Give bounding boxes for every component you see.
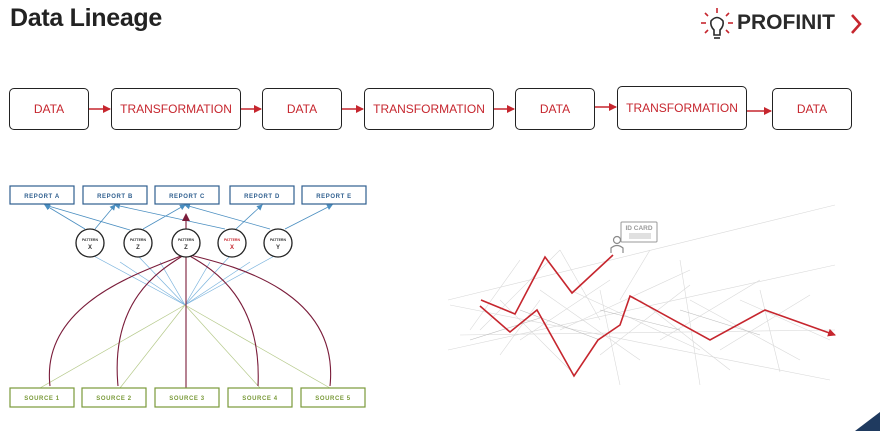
network-mesh-dark xyxy=(469,309,761,341)
flow-data-4: DATA xyxy=(772,88,852,130)
pattern-label: PATTERN xyxy=(178,238,194,242)
report-label: REPORT B xyxy=(97,194,133,200)
source-label: SOURCE 3 xyxy=(169,396,205,402)
pattern-letter: X xyxy=(88,245,92,251)
source-box xyxy=(81,387,147,408)
report-box xyxy=(9,185,75,205)
pattern-label: PATTERN xyxy=(82,238,98,242)
report-label: REPORT C xyxy=(169,194,205,200)
pattern-circle xyxy=(75,228,105,258)
lineage-curves xyxy=(48,213,332,388)
page-title: Data Lineage xyxy=(10,4,163,32)
source-to-hub-lines xyxy=(39,304,331,389)
report-label: REPORT D xyxy=(244,194,280,200)
source-box xyxy=(154,387,220,408)
report-box xyxy=(301,185,367,205)
report-label: REPORT A xyxy=(24,194,60,200)
pattern-label: PATTERN xyxy=(270,238,286,242)
flow-data-3: DATA xyxy=(515,88,595,130)
flow-data-1: DATA xyxy=(9,88,89,130)
pattern-circle xyxy=(123,228,153,258)
person-icon xyxy=(610,235,624,253)
report-boxes xyxy=(9,185,367,205)
source-label: SOURCE 5 xyxy=(315,396,351,402)
id-card-icon: ID CARD xyxy=(620,221,658,243)
lineage-path-upper xyxy=(480,254,614,316)
pattern-letter: Y xyxy=(276,245,280,251)
lightbulb-icon xyxy=(701,8,733,39)
pattern-circle xyxy=(217,228,247,258)
source-label: SOURCE 1 xyxy=(24,396,60,402)
source-label: SOURCE 2 xyxy=(96,396,132,402)
source-box xyxy=(227,387,293,408)
source-box xyxy=(9,387,75,408)
network-mesh xyxy=(447,204,836,386)
report-box xyxy=(229,185,295,205)
pattern-letter: X xyxy=(230,245,234,251)
pattern-circles xyxy=(75,228,293,258)
flow-transformation-3: TRANSFORMATION xyxy=(617,86,747,130)
hub-to-pattern-lines xyxy=(89,253,279,306)
pattern-circle xyxy=(263,228,293,258)
source-label: SOURCE 4 xyxy=(242,396,278,402)
source-box xyxy=(300,387,366,408)
pattern-circle xyxy=(171,228,201,258)
profinit-logo: PROFINIT xyxy=(697,6,877,42)
corner-accent xyxy=(855,412,880,431)
flow-arrows xyxy=(89,103,772,115)
report-label: REPORT E xyxy=(316,194,351,200)
report-box xyxy=(82,185,148,205)
report-box xyxy=(154,185,220,205)
flow-transformation-1: TRANSFORMATION xyxy=(111,88,241,130)
flow-data-2: DATA xyxy=(262,88,342,130)
pattern-label: PATTERN xyxy=(224,238,240,242)
source-boxes xyxy=(9,387,366,408)
logo-text: PROFINIT xyxy=(737,11,835,34)
pattern-to-report-lines xyxy=(44,203,333,231)
lineage-path xyxy=(479,294,836,378)
chevron-right-icon xyxy=(851,14,862,34)
pattern-label: PATTERN xyxy=(130,238,146,242)
id-card-label: ID CARD xyxy=(625,225,652,232)
pattern-letter: Z xyxy=(136,245,140,251)
pattern-letter: Z xyxy=(184,245,188,251)
flow-transformation-2: TRANSFORMATION xyxy=(364,88,494,130)
